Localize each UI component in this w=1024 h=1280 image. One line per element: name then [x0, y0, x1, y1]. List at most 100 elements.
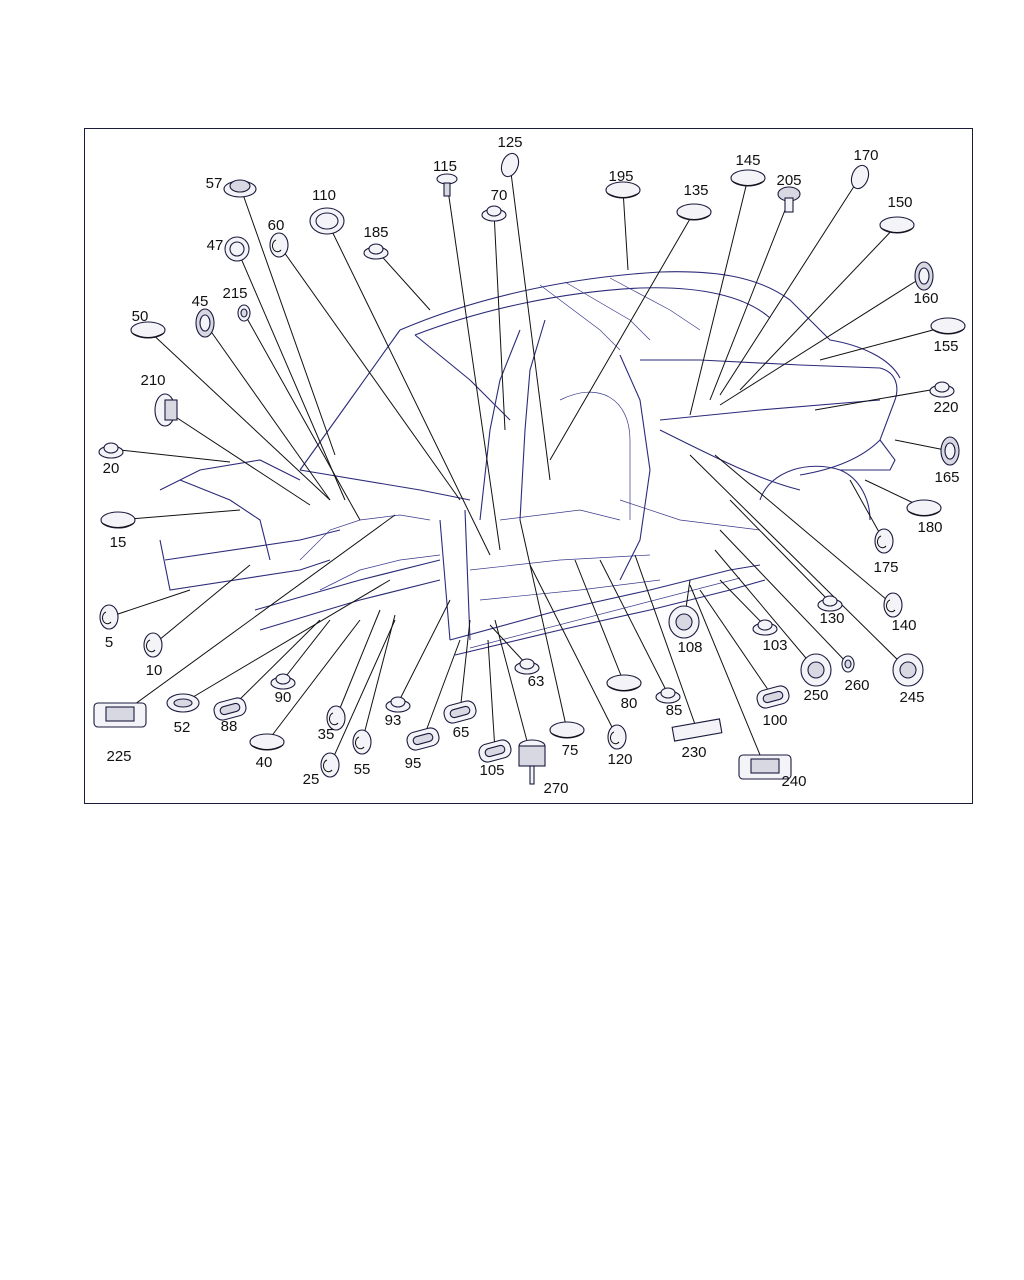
leader-line-225 — [119, 514, 396, 716]
callout-label-60: 60 — [268, 217, 285, 234]
part-70 — [481, 205, 507, 222]
part-130 — [817, 595, 843, 612]
callout-label-260: 260 — [844, 677, 869, 694]
part-52 — [166, 693, 200, 713]
callout-label-15: 15 — [110, 534, 127, 551]
leader-line-75 — [519, 519, 568, 731]
callout-label-90: 90 — [275, 689, 292, 706]
leader-line-50 — [147, 329, 331, 501]
leader-line-150 — [739, 224, 898, 391]
part-165 — [940, 436, 960, 466]
leader-line-110 — [326, 220, 491, 556]
leader-line-5 — [108, 589, 191, 618]
leader-line-70 — [493, 211, 506, 431]
callout-label-35: 35 — [318, 726, 335, 743]
callout-label-245: 245 — [899, 689, 924, 706]
leader-line-260 — [719, 529, 849, 665]
leader-line-135 — [549, 211, 695, 461]
callout-label-115: 115 — [433, 158, 457, 175]
part-25 — [320, 752, 340, 778]
callout-label-160: 160 — [913, 290, 938, 307]
part-20 — [98, 442, 124, 459]
leader-line-270 — [494, 619, 533, 761]
leader-line-35 — [335, 609, 381, 719]
leader-line-220 — [814, 387, 943, 411]
leader-line-185 — [375, 249, 431, 311]
part-145 — [730, 169, 766, 187]
part-10 — [143, 632, 163, 658]
part-210 — [154, 393, 178, 427]
part-80 — [606, 674, 642, 692]
leader-line-125 — [509, 164, 551, 481]
leader-line-95 — [422, 639, 461, 740]
leader-line-57 — [239, 185, 336, 456]
leader-line-85 — [599, 559, 669, 695]
leader-line-65 — [459, 619, 471, 713]
leader-line-47 — [236, 248, 346, 501]
callout-label-125: 125 — [497, 134, 522, 151]
part-230 — [671, 718, 723, 742]
part-140 — [883, 592, 903, 618]
leader-line-250 — [714, 549, 817, 671]
part-260 — [841, 655, 855, 673]
part-85 — [655, 687, 681, 704]
callout-label-165: 165 — [934, 469, 959, 486]
callout-label-180: 180 — [917, 519, 942, 536]
part-270 — [518, 739, 546, 785]
callout-label-70: 70 — [491, 187, 508, 204]
leader-line-15 — [117, 509, 241, 521]
part-125 — [500, 152, 520, 178]
part-155 — [930, 317, 966, 335]
part-170 — [850, 164, 870, 190]
diagram-frame — [84, 128, 973, 804]
leader-line-105 — [487, 639, 496, 752]
part-57 — [223, 179, 257, 198]
callout-label-95: 95 — [405, 755, 422, 772]
leader-line-130 — [729, 499, 831, 603]
callout-label-110: 110 — [312, 187, 336, 204]
leader-line-55 — [361, 614, 396, 743]
leader-line-160 — [719, 275, 925, 406]
part-93 — [385, 696, 411, 713]
callout-label-120: 120 — [607, 751, 632, 768]
callout-label-50: 50 — [132, 308, 149, 325]
callout-label-225: 225 — [106, 748, 131, 765]
leader-line-240 — [689, 584, 766, 768]
leader-line-140 — [714, 454, 894, 606]
leader-line-45 — [204, 322, 331, 501]
callout-label-240: 240 — [781, 773, 806, 790]
car-body-shell — [159, 271, 901, 656]
callout-label-210: 210 — [140, 372, 165, 389]
callout-label-185: 185 — [363, 224, 388, 241]
part-5 — [99, 604, 119, 630]
callout-label-5: 5 — [105, 634, 113, 651]
part-110 — [309, 207, 345, 235]
callout-label-52: 52 — [174, 719, 191, 736]
leader-line-210 — [164, 409, 311, 506]
part-45 — [195, 308, 215, 338]
part-50 — [130, 321, 166, 339]
part-65 — [443, 700, 477, 724]
part-135 — [676, 203, 712, 221]
callout-label-85: 85 — [666, 702, 683, 719]
callout-label-93: 93 — [385, 712, 402, 729]
part-175 — [874, 528, 894, 554]
leader-line-60 — [278, 244, 461, 501]
callout-label-105: 105 — [479, 762, 504, 779]
part-180 — [906, 499, 942, 517]
leader-line-52 — [182, 579, 391, 704]
part-63 — [514, 658, 540, 675]
part-215 — [237, 304, 251, 322]
callout-label-40: 40 — [256, 754, 273, 771]
leader-line-205 — [709, 199, 790, 401]
callout-label-135: 135 — [683, 182, 708, 199]
callout-label-130: 130 — [819, 610, 844, 627]
callout-label-10: 10 — [146, 662, 163, 679]
leader-line-63 — [489, 624, 528, 666]
part-47 — [224, 236, 250, 262]
part-225 — [93, 702, 147, 728]
part-40 — [249, 733, 285, 751]
callout-label-270: 270 — [543, 780, 568, 797]
callout-label-230: 230 — [681, 744, 706, 761]
